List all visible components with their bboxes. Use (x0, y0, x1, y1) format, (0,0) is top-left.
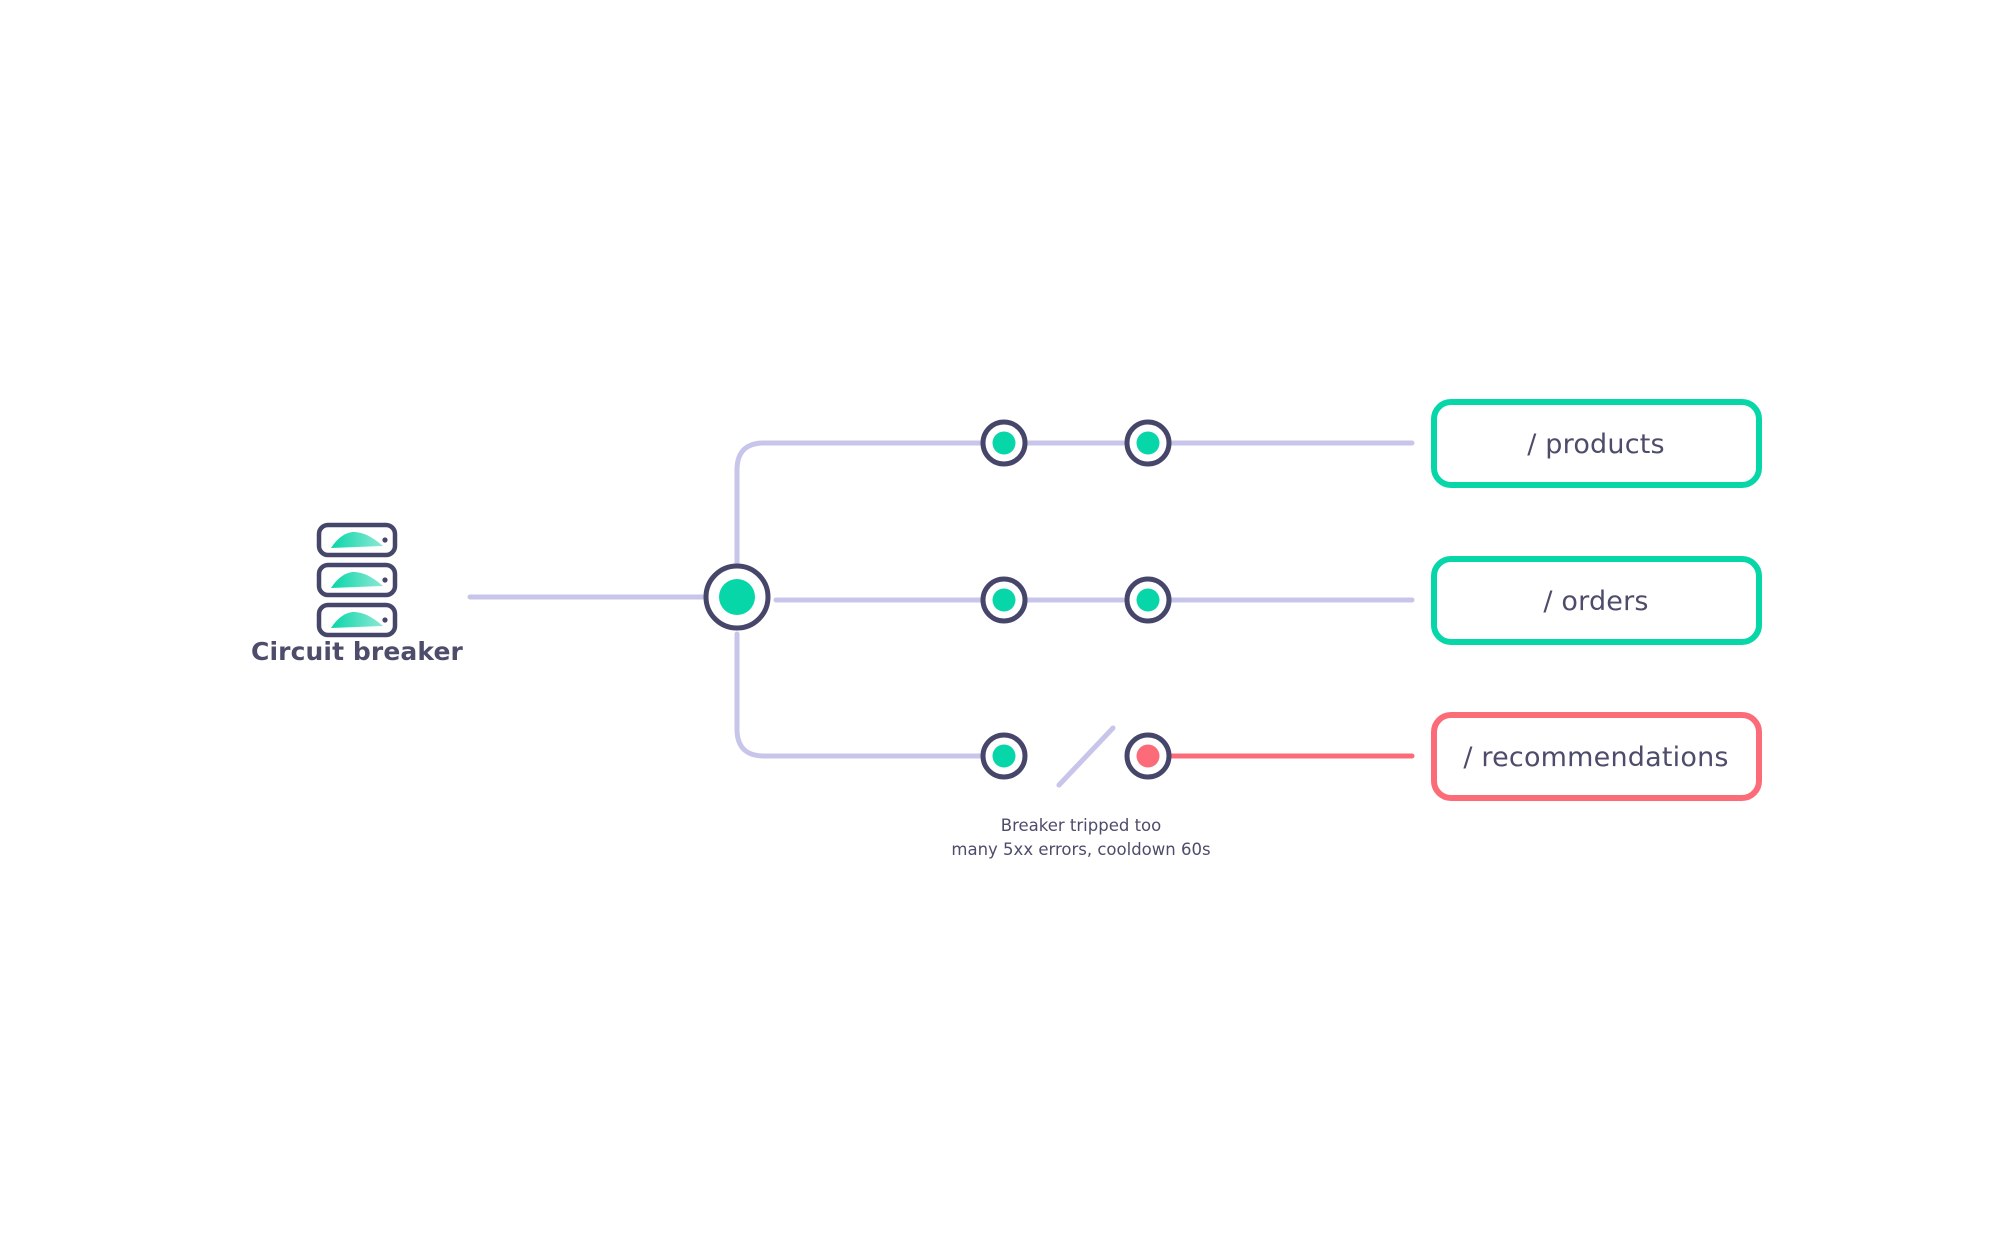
endpoint-box-orders[interactable]: / orders (1431, 556, 1762, 645)
orders-hop-node-1[interactable] (980, 576, 1028, 624)
edge-hub-to-recommendations (734, 631, 1415, 788)
branch-hub-node[interactable] (703, 563, 771, 631)
breaker-tripped-caption: Breaker tripped too many 5xx errors, coo… (951, 816, 1210, 859)
source-label: Circuit breaker (251, 637, 463, 666)
products-hop-node-2[interactable] (1124, 419, 1172, 467)
endpoint-label-products: / products (1527, 429, 1665, 460)
products-hop-node-1[interactable] (980, 419, 1028, 467)
recommendations-hop-node-1[interactable] (980, 732, 1028, 780)
edge-hub-to-products (734, 440, 1415, 566)
endpoint-label-recommendations: / recommendations (1463, 742, 1728, 773)
endpoint-box-recommendations[interactable]: / recommendations (1431, 712, 1762, 801)
recommendations-hop-node-2[interactable] (1124, 732, 1172, 780)
server-stack-icon (316, 522, 398, 638)
broken-link-slash-icon (1056, 725, 1116, 788)
caption-line-1: Breaker tripped too (1001, 816, 1161, 835)
caption-line-2: many 5xx errors, cooldown 60s (951, 840, 1210, 859)
endpoint-label-orders: / orders (1543, 586, 1648, 617)
orders-hop-node-2[interactable] (1124, 576, 1172, 624)
endpoint-box-products[interactable]: / products (1431, 399, 1762, 488)
